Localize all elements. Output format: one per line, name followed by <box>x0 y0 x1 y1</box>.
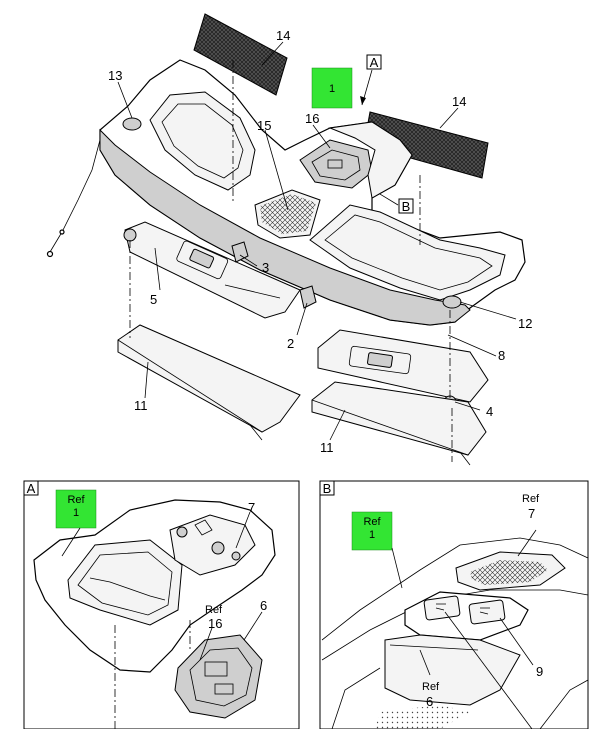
detail-b-ref7-number: 7 <box>528 506 535 521</box>
detail-view-b: B Ref 1 Ref 7 9 Ref 6 <box>319 480 589 729</box>
callout-5: 5 <box>150 292 157 307</box>
detail-view-a: A Ref 1 7 Ref 16 6 <box>23 480 300 729</box>
detail-b-ref-word: Ref <box>363 516 381 528</box>
detail-a-callout-7: 7 <box>248 500 255 515</box>
view-a-label: A <box>370 55 379 70</box>
detail-a-ref-number: 1 <box>73 507 79 519</box>
callout-8: 8 <box>498 348 505 363</box>
detail-b-callout-9: 9 <box>536 664 543 679</box>
callout-11-left: 11 <box>134 398 148 413</box>
visor-pad-left <box>117 324 301 433</box>
detail-a-highlight-ref-1 <box>55 489 97 529</box>
clip-2 <box>299 285 317 309</box>
center-grid-hatch <box>260 194 316 234</box>
detail-b-ref6-word: Ref <box>422 681 440 693</box>
detail-b-ref-number: 1 <box>369 529 375 541</box>
callout-16: 16 <box>305 111 319 126</box>
detail-b-switch-right <box>468 599 506 625</box>
retainer-13 <box>122 117 142 131</box>
left-bin-inner <box>161 103 244 179</box>
detail-b-label: B <box>323 481 332 496</box>
visor-pivot-left <box>123 228 137 242</box>
left-storage-bin <box>149 91 256 191</box>
callout-14-right: 14 <box>452 94 466 109</box>
visor-pad-right <box>311 381 487 456</box>
view-b-box <box>398 198 414 214</box>
mesh-panel-left <box>193 13 288 96</box>
detail-b-highlight-ref-1 <box>351 511 393 551</box>
detail-a-storage-bin <box>67 539 183 626</box>
wire-harness <box>49 139 101 253</box>
highlight-label-1: 1 <box>329 83 335 95</box>
detail-b-dotted-texture <box>375 705 470 729</box>
detail-b-lamp-housing <box>384 634 521 706</box>
upper-console-shell <box>328 121 413 199</box>
detail-a-callout-6: 6 <box>260 598 267 613</box>
detail-a-ref-word: Ref <box>67 494 85 506</box>
detail-a-label: A <box>27 481 36 496</box>
sun-visor-right <box>317 329 489 403</box>
detail-b-ref7-word: Ref <box>522 493 540 505</box>
lamp-lens <box>311 149 361 181</box>
callout-3: 3 <box>262 260 269 275</box>
detail-b-switch-left <box>423 595 461 621</box>
detail-b-ref6-number: 6 <box>426 694 433 709</box>
callout-15: 15 <box>257 118 271 133</box>
callout-11-right: 11 <box>320 440 334 455</box>
main-exploded-view: 1 A B <box>46 13 532 466</box>
detail-a-ref16-word: Ref <box>205 604 223 616</box>
detail-a-lamp-16 <box>174 634 263 719</box>
clip-3 <box>231 241 249 263</box>
highlight-box-ref-1 <box>311 67 353 109</box>
callout-2: 2 <box>287 336 294 351</box>
right-tray-inner <box>324 214 493 291</box>
console-front-edge <box>99 128 471 326</box>
right-console-tray <box>309 204 506 301</box>
callout-13: 13 <box>108 68 122 83</box>
detail-a-ref16-number: 16 <box>208 616 222 631</box>
view-a-box <box>366 54 382 70</box>
view-b-label: B <box>402 199 411 214</box>
callout-4: 4 <box>486 404 493 419</box>
retainer-12 <box>442 295 462 309</box>
callout-14-left: 14 <box>276 28 290 43</box>
callout-12: 12 <box>518 316 532 331</box>
